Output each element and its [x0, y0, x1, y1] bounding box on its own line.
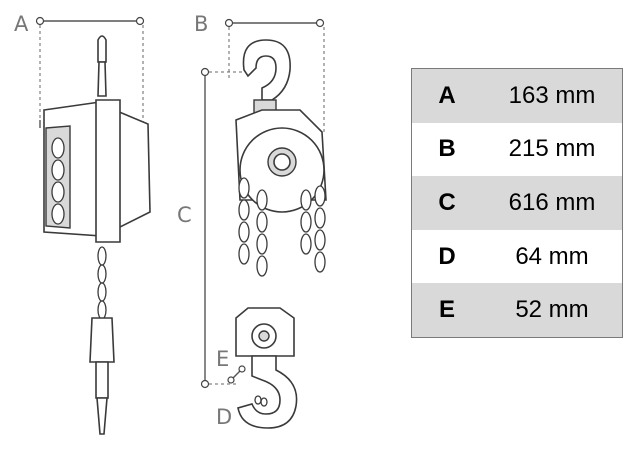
- hoist-front-view: [235, 39, 327, 429]
- spec-value: 52 mm: [482, 283, 623, 338]
- dimension-b: B: [194, 12, 325, 132]
- dimension-label-e: E: [216, 347, 229, 371]
- spec-key: B: [438, 135, 456, 163]
- dimension-label-a: A: [14, 12, 29, 36]
- spec-key: E: [411, 283, 482, 338]
- table-row: B 215 mm: [412, 123, 623, 177]
- table-row: C 616 mm: [411, 176, 623, 230]
- dimension-label-b: B: [194, 12, 208, 36]
- spec-value: 616 mm: [482, 176, 623, 230]
- dimension-e: E: [216, 347, 246, 384]
- spec-value: 64 mm: [515, 242, 589, 270]
- dimension-label-d: D: [216, 405, 232, 429]
- table-row: A 163 mm: [411, 68, 623, 123]
- table-row: E 52 mm: [411, 283, 623, 338]
- spec-value: 215 mm: [508, 135, 596, 163]
- spec-key: C: [411, 176, 482, 230]
- hoist-dimension-drawing: A: [14, 12, 327, 435]
- hoist-side-view: [39, 35, 151, 435]
- spec-key: D: [438, 242, 456, 270]
- dimension-c: C: [177, 67, 244, 389]
- spec-key: A: [411, 68, 482, 123]
- table-row: D 64 mm: [412, 230, 623, 284]
- dimension-spec-table: A 163 mm B 215 mm C 616 mm D 64 mm E 52 …: [411, 68, 623, 338]
- dimension-a: A: [14, 12, 145, 128]
- dimension-d: D: [216, 405, 232, 429]
- spec-value: 163 mm: [482, 68, 623, 123]
- dimension-label-c: C: [177, 203, 192, 227]
